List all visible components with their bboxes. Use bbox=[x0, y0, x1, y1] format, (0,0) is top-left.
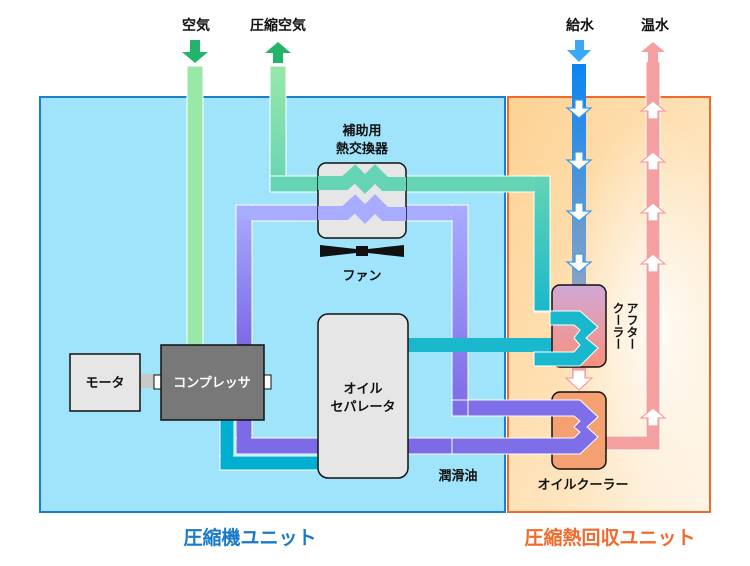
aux-heat-exchanger-label-1: 補助用 bbox=[341, 123, 381, 139]
aux-heat-exchanger-label-2: 熱交換器 bbox=[336, 141, 389, 157]
hot-water-up-arrow-icon bbox=[641, 42, 665, 62]
compressor-label: コンプレッサ bbox=[173, 376, 251, 391]
refrigerant-loop-pipe bbox=[235, 204, 567, 455]
compressor[interactable] bbox=[160, 344, 265, 421]
flow-up-arrow-icon bbox=[639, 253, 667, 273]
flow-down-arrow-icon bbox=[565, 99, 593, 119]
heat-exchanger-zigzag bbox=[318, 194, 406, 224]
compressed-air-label: 圧縮空気 bbox=[250, 17, 306, 34]
feed-water-label: 給水 bbox=[566, 17, 595, 34]
air-down-arrow-icon bbox=[182, 40, 208, 63]
air-intake-pipe bbox=[186, 65, 204, 351]
flow-down-arrow-icon bbox=[565, 151, 593, 171]
water-transfer-arrow-icon bbox=[564, 369, 594, 391]
compressed-air-up-arrow-icon bbox=[265, 42, 291, 63]
aux-heat-exchanger[interactable] bbox=[317, 162, 407, 239]
lubricating-oil-label: 潤滑油 bbox=[438, 468, 477, 484]
compressor-unit-label: 圧縮機ユニット bbox=[183, 526, 316, 549]
flow-up-arrow-icon bbox=[639, 407, 667, 427]
fan-label: ファン bbox=[342, 269, 381, 284]
oil-separator-label-2: セパレータ bbox=[330, 400, 395, 415]
feed-water-flow-arrows bbox=[565, 99, 593, 273]
oil-cooler[interactable] bbox=[451, 391, 607, 470]
after-cooler-coil bbox=[533, 310, 599, 367]
fan-icon bbox=[320, 245, 404, 257]
motor[interactable] bbox=[69, 353, 141, 412]
oil-cooler-label: オイルクーラー bbox=[537, 478, 628, 493]
feed-water-down-arrow-icon bbox=[567, 40, 591, 62]
flow-down-arrow-icon bbox=[565, 253, 593, 273]
after-cooler-label-col1: アフター bbox=[625, 302, 639, 350]
after-cooler-label-col2: クーラー bbox=[611, 302, 625, 350]
oil-separator[interactable] bbox=[317, 313, 409, 479]
oil-cooler-coil bbox=[451, 399, 599, 455]
hot-water-flow-arrows bbox=[639, 100, 667, 427]
heat-recovery-unit-label: 圧縮熱回収ユニット bbox=[524, 526, 695, 549]
motor-label: モータ bbox=[85, 376, 124, 391]
air-label: 空気 bbox=[182, 17, 210, 34]
oil-separator-label-1: オイル bbox=[343, 382, 382, 397]
flow-up-arrow-icon bbox=[639, 151, 667, 171]
flow-down-arrow-icon bbox=[565, 202, 593, 222]
hot-water-label: 温水 bbox=[641, 17, 670, 34]
flow-up-arrow-icon bbox=[639, 100, 667, 120]
flow-up-arrow-icon bbox=[639, 202, 667, 222]
heat-exchanger-zigzag bbox=[318, 164, 406, 194]
after-cooler[interactable] bbox=[533, 284, 607, 368]
